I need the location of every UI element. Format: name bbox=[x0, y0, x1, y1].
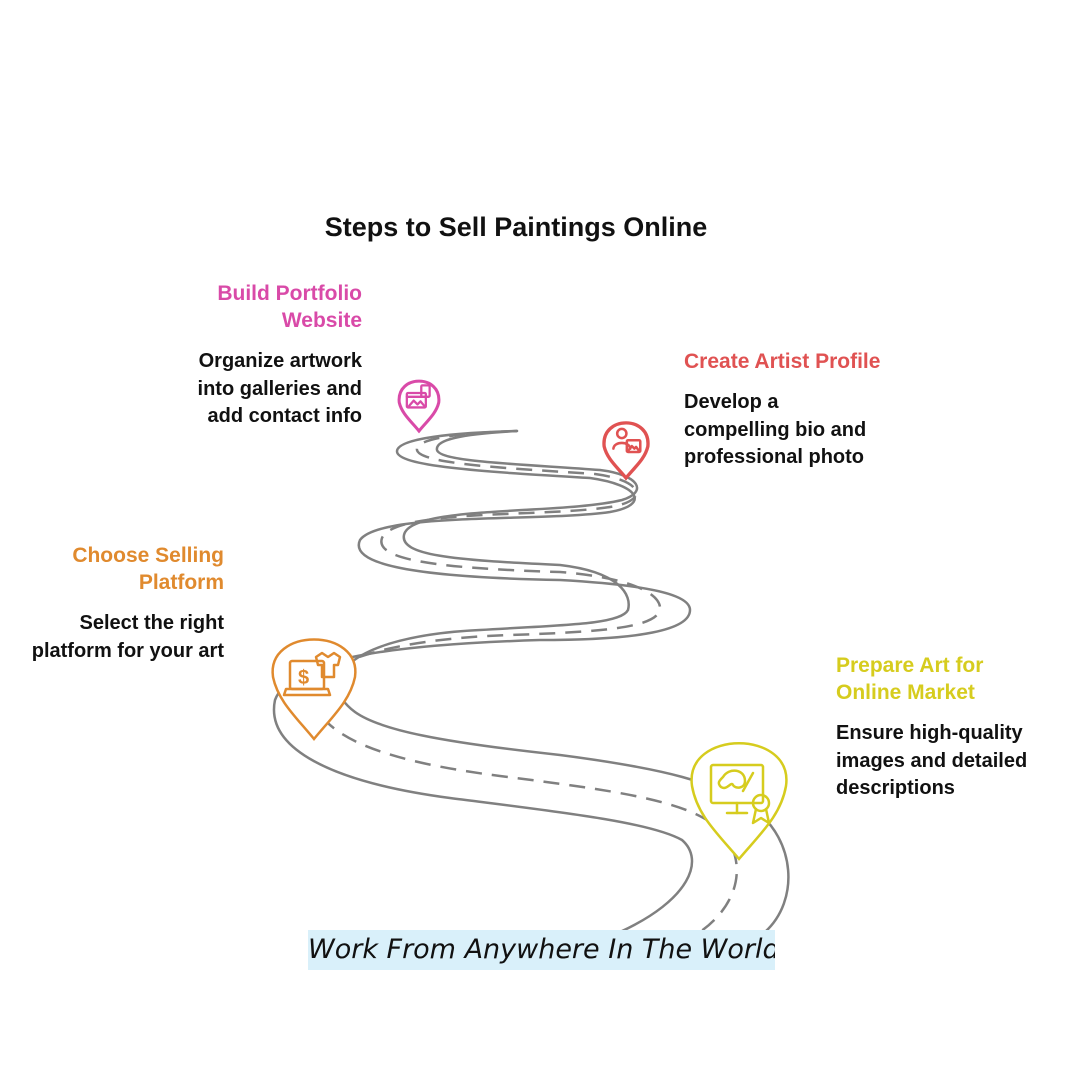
step-selling-platform-title-line: Choose Selling bbox=[72, 544, 224, 567]
step-selling-platform-title: Choose Selling Platform bbox=[32, 542, 224, 596]
step-portfolio-description: Organize artwork into galleries and add … bbox=[198, 348, 362, 431]
online-shop-icon: $ bbox=[282, 651, 342, 697]
step-selling-platform-description: Select the right platform for your art bbox=[32, 610, 224, 665]
step-prepare-art-desc-line: images and detailed bbox=[836, 749, 1028, 772]
road-edge-outer bbox=[272, 429, 694, 934]
step-prepare-art-description: Ensure high-quality images and detailed … bbox=[836, 720, 1027, 803]
step-prepare-art-desc-line: Ensure high-quality bbox=[836, 722, 1023, 744]
step-portfolio-desc-line: add contact info bbox=[207, 405, 362, 427]
step-portfolio: Build Portfolio Website Organize artwork… bbox=[198, 280, 362, 431]
marker-portfolio-pin bbox=[397, 379, 441, 434]
step-artist-profile-desc-line: professional photo bbox=[684, 446, 864, 468]
step-portfolio-desc-line: into galleries and bbox=[197, 377, 362, 400]
road-edge-inner bbox=[336, 429, 790, 934]
website-gallery-icon bbox=[405, 384, 431, 409]
marker-portfolio bbox=[397, 379, 441, 434]
step-selling-platform-desc-line: Select the right bbox=[79, 612, 224, 634]
art-award-icon bbox=[709, 763, 771, 825]
step-prepare-art-title-line: Online Market bbox=[836, 681, 975, 704]
marker-prepare-art bbox=[690, 742, 788, 861]
artist-profile-icon bbox=[612, 427, 642, 454]
step-selling-platform-desc-line: platform for your art bbox=[31, 639, 224, 662]
step-artist-profile: Create Artist Profile Develop a compelli… bbox=[684, 348, 880, 472]
marker-prepare-art-pin bbox=[690, 742, 788, 861]
step-prepare-art-title-line: Prepare Art for bbox=[836, 654, 984, 677]
svg-text:$: $ bbox=[298, 667, 309, 689]
footer-banner: Work From Anywhere In The World bbox=[308, 930, 775, 970]
step-artist-profile-title-line: Create Artist Profile bbox=[684, 350, 881, 373]
step-selling-platform: Choose Selling Platform Select the right… bbox=[32, 542, 224, 665]
step-artist-profile-desc-line: compelling bio and bbox=[684, 418, 867, 441]
step-selling-platform-title-line: Platform bbox=[138, 571, 224, 594]
step-portfolio-title-line: Website bbox=[281, 309, 362, 332]
step-artist-profile-desc-line: Develop a bbox=[684, 391, 779, 413]
step-prepare-art: Prepare Art for Online Market Ensure hig… bbox=[836, 652, 1027, 803]
step-artist-profile-title: Create Artist Profile bbox=[684, 348, 880, 375]
diagram-title: Steps to Sell Paintings Online bbox=[324, 212, 708, 242]
road-center-line bbox=[311, 429, 739, 934]
step-portfolio-desc-line: Organize artwork bbox=[198, 350, 362, 372]
step-portfolio-title-line: Build Portfolio bbox=[217, 282, 362, 305]
step-prepare-art-desc-line: descriptions bbox=[836, 777, 955, 799]
step-portfolio-title: Build Portfolio Website bbox=[198, 280, 362, 334]
step-artist-profile-description: Develop a compelling bio and professiona… bbox=[684, 389, 880, 472]
step-prepare-art-title: Prepare Art for Online Market bbox=[836, 652, 1027, 706]
marker-selling-platform: $ bbox=[271, 638, 357, 741]
marker-artist-profile bbox=[602, 421, 650, 481]
